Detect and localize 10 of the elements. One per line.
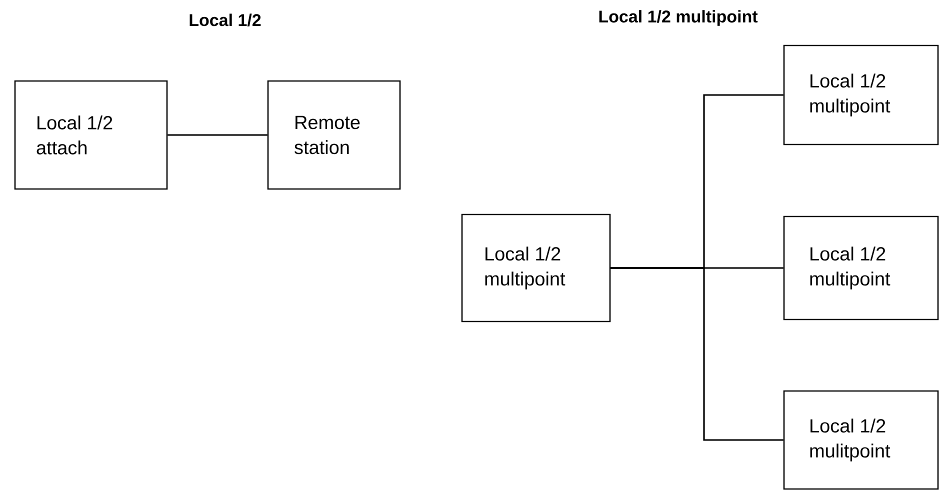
process-box: Local 1/2 multipoint <box>783 44 939 146</box>
process-box: Local 1/2 attach <box>14 80 168 190</box>
process-box: Remote station <box>267 80 401 190</box>
connector-line <box>168 134 268 136</box>
process-box: Local 1/2 mulitpoint <box>783 390 939 490</box>
process-box: Local 1/2 multipoint <box>461 214 611 322</box>
heading: Local 1/2 multipoint <box>599 10 758 26</box>
connector-line <box>610 267 784 441</box>
heading: Local 1/2 <box>190 14 261 26</box>
process-box: Local 1/2 multipoint <box>783 216 939 320</box>
